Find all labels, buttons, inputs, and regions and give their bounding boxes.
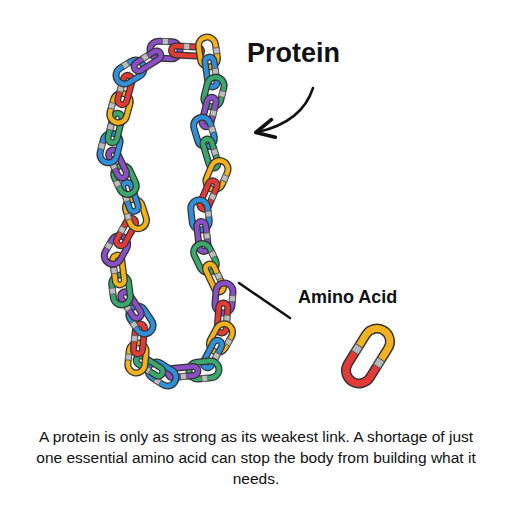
protein-chain [95,35,238,391]
pointer-arrow [258,88,313,132]
amino-acid-link [338,322,399,391]
amino-acid-label: Amino Acid [298,287,397,308]
caption-text: A protein is only as strong as its weake… [36,426,476,489]
protein-label: Protein [247,38,340,69]
leader-line [239,283,290,318]
